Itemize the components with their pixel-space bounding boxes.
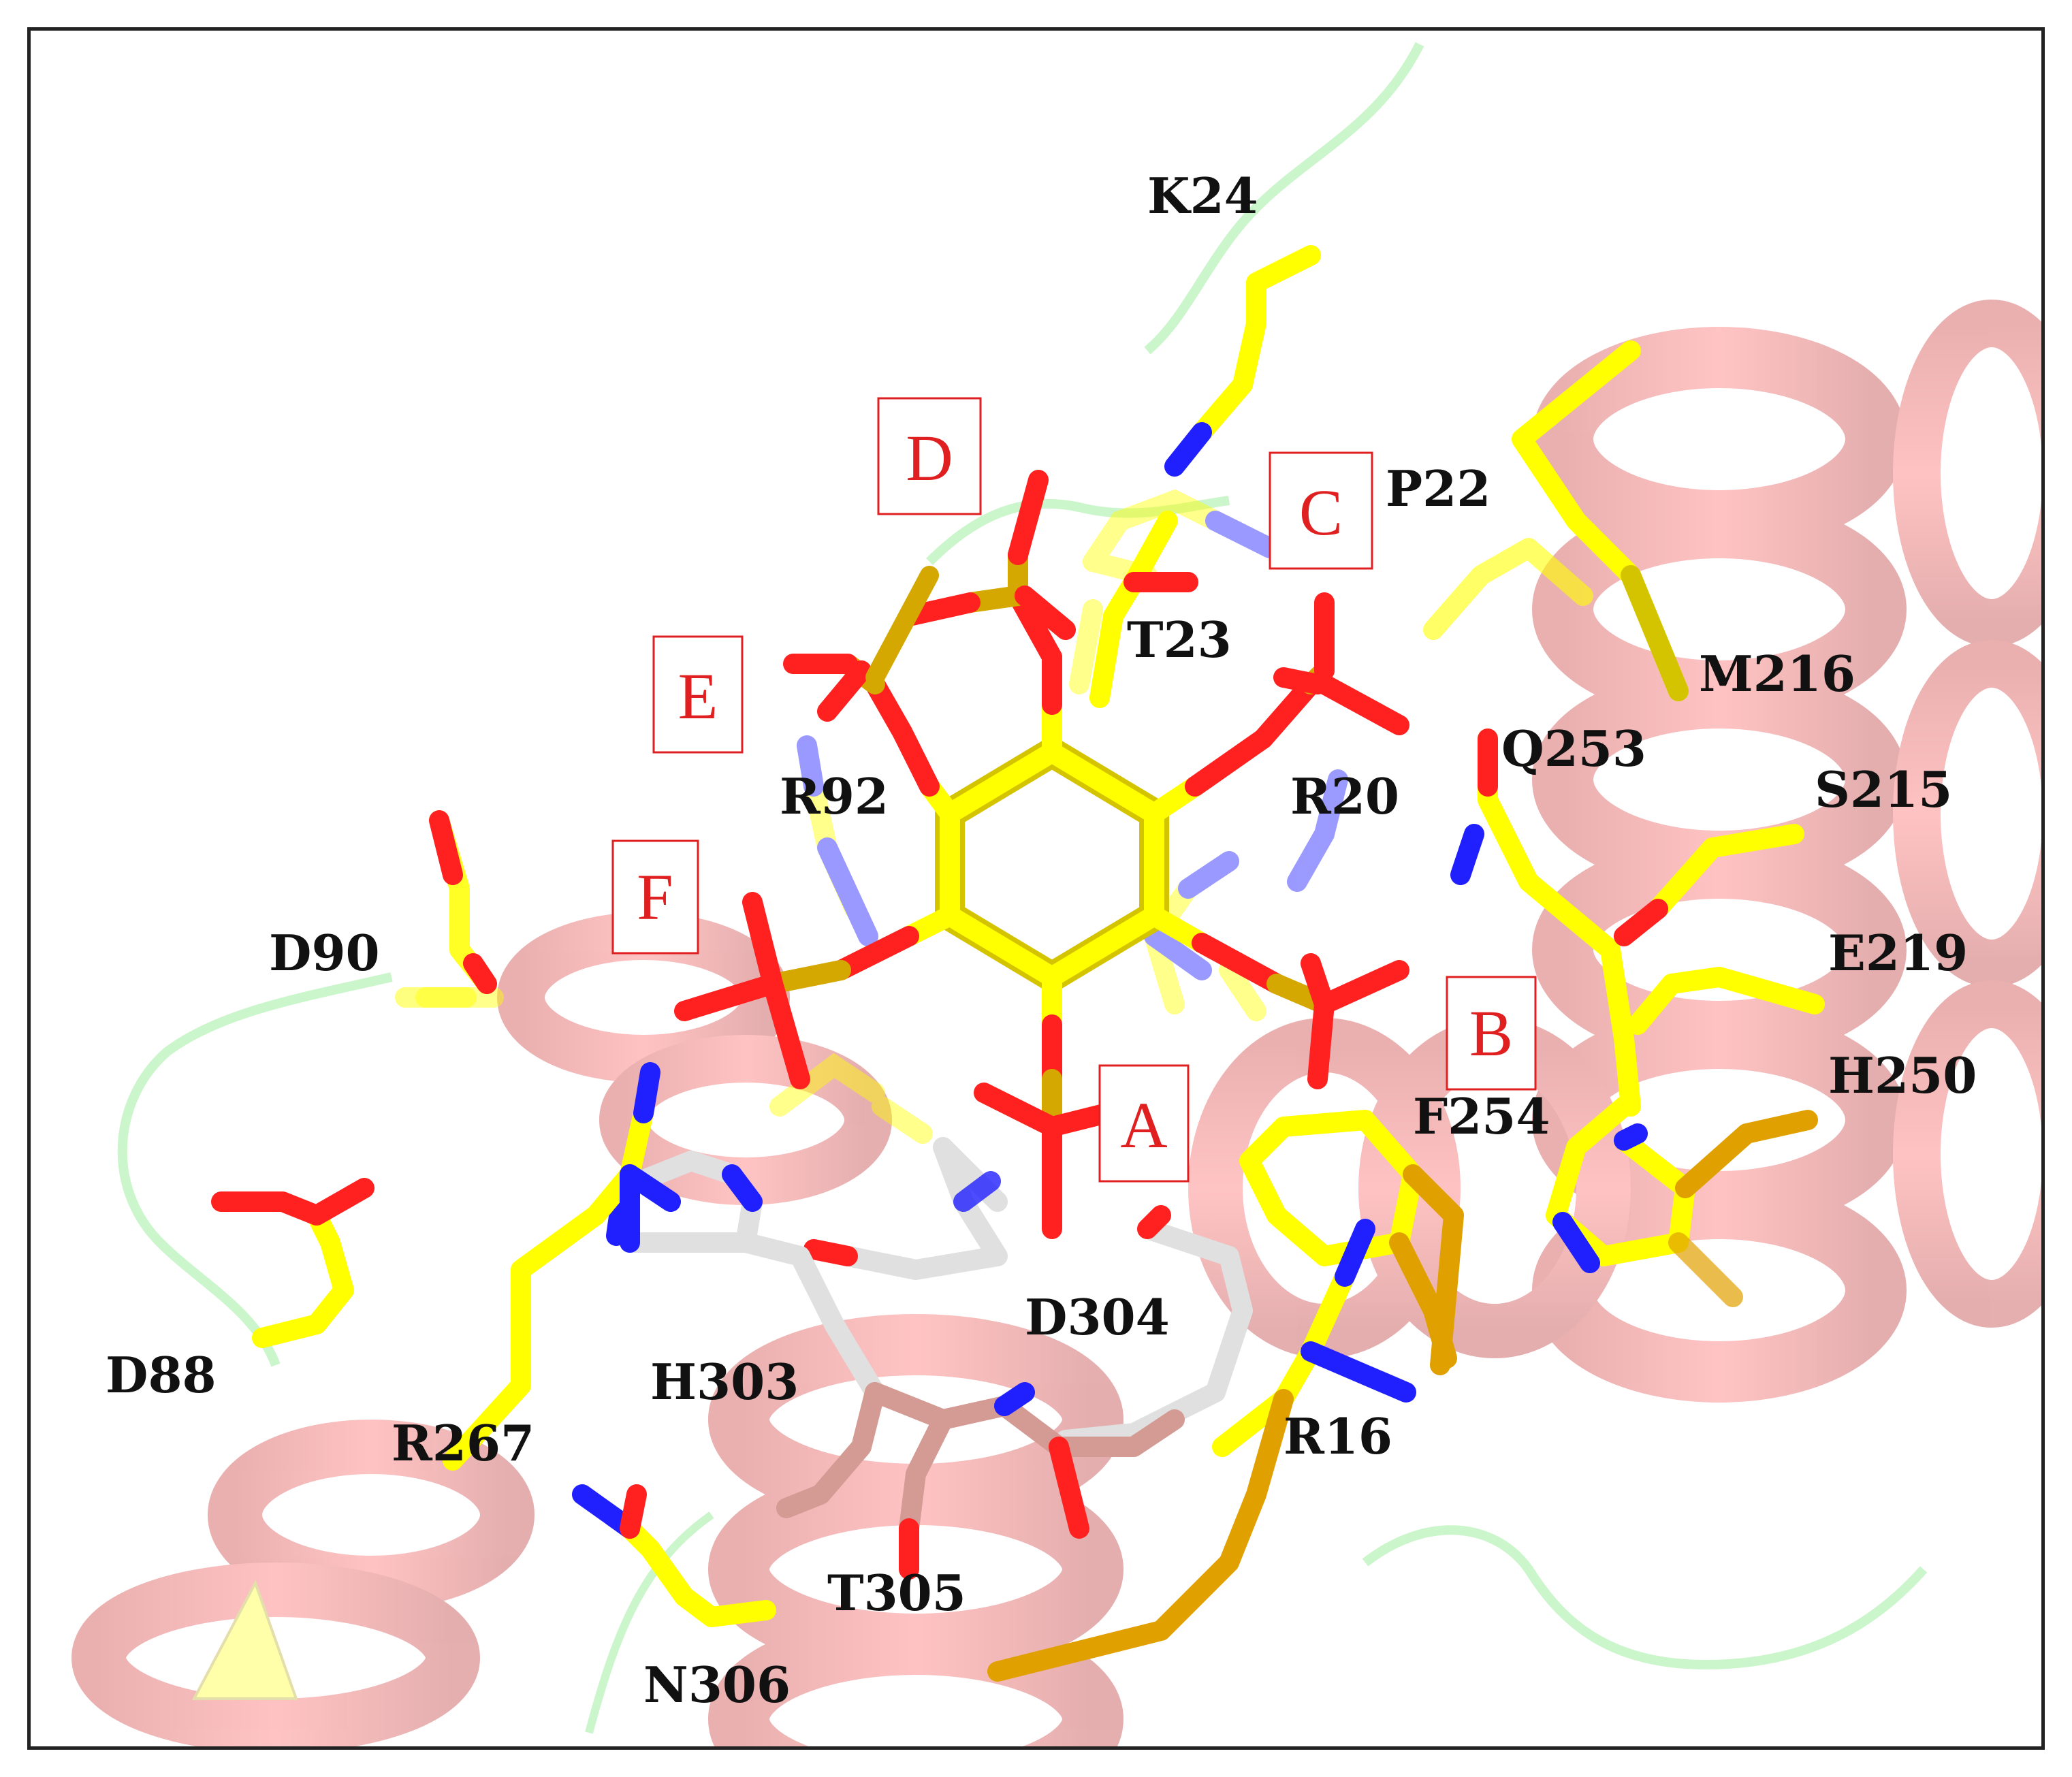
site-box-b: B	[1446, 976, 1537, 1091]
site-box-e: E	[652, 635, 744, 754]
loop-left	[117, 972, 393, 1367]
site-letter-f: F	[637, 861, 673, 933]
k24-sidechain	[1192, 245, 1321, 443]
site-labels: A B C D E F	[611, 397, 1537, 1183]
d304-backbone	[838, 1137, 1008, 1280]
sheet-arrow	[191, 1580, 298, 1700]
site-letter-c: C	[1299, 476, 1343, 549]
loop-lower-left	[585, 1511, 714, 1734]
label-r16: R16	[1284, 1407, 1392, 1465]
label-m216: M216	[1699, 645, 1855, 703]
faded-side-chains	[415, 489, 1348, 1144]
residue-side-chains	[211, 245, 1825, 1682]
label-r20: R20	[1290, 767, 1399, 825]
r16-sidechain	[1212, 1266, 1355, 1457]
label-d90: D90	[269, 924, 380, 982]
r267-sidechain	[443, 1103, 654, 1471]
loop-mid	[926, 496, 1230, 565]
site-letter-a: A	[1120, 1089, 1167, 1162]
label-r267: R267	[392, 1414, 535, 1472]
n306-sidechain	[620, 1518, 776, 1627]
helix-right-edge	[1893, 300, 2041, 1328]
label-r92: R92	[780, 767, 889, 825]
label-p22: P22	[1386, 460, 1491, 517]
label-s215: S215	[1815, 761, 1952, 818]
label-e219: E219	[1828, 924, 1968, 982]
helix-bottom-left	[71, 1420, 535, 1746]
t305-backbone	[776, 1382, 885, 1518]
label-k24: K24	[1147, 167, 1258, 225]
ligand-molecule	[674, 470, 1409, 1239]
label-h303: H303	[650, 1353, 799, 1411]
site-box-d: D	[877, 397, 982, 515]
site-letter-d: D	[906, 421, 953, 494]
figure-frame: K24 P22 M216 T23 Q253 S215 R20 R92 D90 E…	[27, 27, 2045, 1750]
label-t305: T305	[827, 1564, 966, 1622]
site-box-f: F	[611, 839, 699, 955]
site-box-c: C	[1269, 451, 1373, 570]
f254-sidechain	[1239, 1110, 1423, 1266]
p22-sidechain	[1423, 538, 1593, 640]
e219-sidechain	[1627, 967, 1825, 1035]
label-h250: H250	[1828, 1046, 1977, 1104]
label-t23: T23	[1127, 611, 1232, 669]
loop-bottom	[1362, 1525, 1928, 1670]
label-n306: N306	[643, 1656, 791, 1714]
d88-sidechain	[252, 1205, 354, 1348]
s215-sidechain	[1648, 824, 1804, 919]
loop-top	[1144, 42, 1424, 355]
residue-labels: K24 P22 M216 T23 Q253 S215 R20 R92 D90 E…	[106, 167, 1977, 1714]
site-letter-e: E	[678, 660, 718, 733]
molecular-scene: K24 P22 M216 T23 Q253 S215 R20 R92 D90 E…	[71, 42, 2041, 1746]
helix-right-top	[1532, 327, 1907, 1403]
label-q253: Q253	[1501, 720, 1646, 778]
label-d304: D304	[1025, 1288, 1170, 1346]
site-box-a: A	[1098, 1064, 1190, 1183]
t23-sidechain	[1089, 511, 1178, 708]
site-letter-b: B	[1469, 997, 1513, 1070]
label-f254: F254	[1413, 1087, 1550, 1145]
label-d88: D88	[106, 1346, 217, 1404]
